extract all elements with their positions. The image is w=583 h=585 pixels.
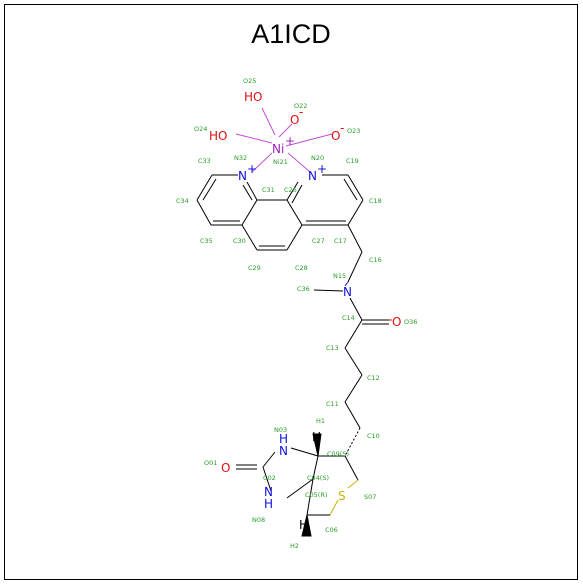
ni-n32-bond xyxy=(251,152,273,173)
n32-charge: + xyxy=(247,162,257,176)
atom-label: C34 xyxy=(176,197,189,205)
atom-label: C10 xyxy=(367,432,380,440)
atom-label: C36 xyxy=(297,285,310,293)
atom-label: C30 xyxy=(233,237,246,245)
phenanthroline-bonds xyxy=(196,174,364,251)
n03-hydrogen: H xyxy=(279,432,288,446)
atom-label: C19 xyxy=(346,157,359,165)
s07-symbol: S xyxy=(338,489,346,503)
n03-symbol: N xyxy=(279,444,288,458)
atom-label: N20 xyxy=(311,154,324,162)
n32-symbol: N xyxy=(238,169,247,183)
atom-label: C29 xyxy=(248,264,261,272)
page-title: A1ICD xyxy=(251,19,331,49)
atom-label: S07 xyxy=(364,493,376,501)
atom-label: H2 xyxy=(290,542,299,550)
o01-symbol: O xyxy=(221,461,230,475)
o25-symbol: HO xyxy=(244,90,262,104)
atom-label: C31 xyxy=(262,186,275,194)
atom-label: C26 xyxy=(284,186,297,194)
h2-symbol: H xyxy=(299,518,308,532)
n08-symbol: N xyxy=(264,485,273,499)
atom-label: N08 xyxy=(252,516,265,524)
atom-label: C35 xyxy=(200,237,213,245)
nickel-coordination-bonds xyxy=(235,107,333,173)
atom-symbols: HO HO O - O - Ni + N + N + N O O S N H N… xyxy=(209,90,401,532)
atom-label: O23 xyxy=(347,127,360,135)
atom-label: H1 xyxy=(316,417,325,425)
o23-symbol: O xyxy=(331,129,340,143)
o22-charge: - xyxy=(299,105,303,119)
nickel-symbol: Ni xyxy=(272,142,284,156)
bicyclic-bonds xyxy=(236,427,361,537)
ni-o23-bond xyxy=(285,133,333,147)
n20-symbol: N xyxy=(308,169,317,183)
atom-label: C17 xyxy=(334,237,347,245)
heteroatom-bonds xyxy=(344,281,392,321)
atom-label: O36 xyxy=(404,318,417,326)
atom-label: O24 xyxy=(194,125,207,133)
atom-index-labels: O25 O22 O24 O23 C33 N32 Ni21 N20 C19 C31… xyxy=(176,77,417,550)
h2-wedge xyxy=(301,514,312,537)
atom-label: C09(S) xyxy=(327,450,349,458)
n20-charge: + xyxy=(317,162,327,176)
atom-label: C05(R) xyxy=(305,491,327,499)
atom-label: C11 xyxy=(326,400,339,408)
o24-symbol: HO xyxy=(209,129,227,143)
side-chain-bonds xyxy=(313,224,389,429)
atom-label: O25 xyxy=(243,77,256,85)
nickel-charge: + xyxy=(285,134,295,148)
o36-symbol: O xyxy=(392,315,401,329)
ni-o25-bond xyxy=(261,107,276,136)
atom-label: C12 xyxy=(367,374,380,382)
ni-o24-bond xyxy=(235,133,273,144)
atom-label: N03 xyxy=(274,426,287,434)
n08-hydrogen: H xyxy=(264,497,273,511)
atom-label: O01 xyxy=(204,459,217,467)
atom-label: C27 xyxy=(312,237,325,245)
atom-label: O22 xyxy=(294,102,307,110)
h1-symbol: H xyxy=(312,430,321,444)
atom-label: C28 xyxy=(295,264,308,272)
ni-n20-bond xyxy=(287,152,311,173)
atom-label: Ni21 xyxy=(273,158,288,166)
atom-label: C04(S) xyxy=(307,474,329,482)
n15-symbol: N xyxy=(343,285,352,299)
atom-label: C06 xyxy=(325,526,338,534)
atom-label: C18 xyxy=(369,197,382,205)
atom-label: N15 xyxy=(333,272,346,280)
h1-wedge xyxy=(312,433,322,457)
o23-charge: - xyxy=(340,121,344,135)
atom-label: C16 xyxy=(369,256,382,264)
ni-o22-bond xyxy=(278,123,293,138)
atom-label: C14 xyxy=(342,314,355,322)
atom-label: N32 xyxy=(234,154,247,162)
atom-label: C13 xyxy=(326,344,339,352)
atom-label: C02 xyxy=(263,474,276,482)
o22-symbol: O xyxy=(290,113,299,127)
figure-frame: A1ICD xyxy=(4,4,578,580)
atom-label: C33 xyxy=(198,157,211,165)
